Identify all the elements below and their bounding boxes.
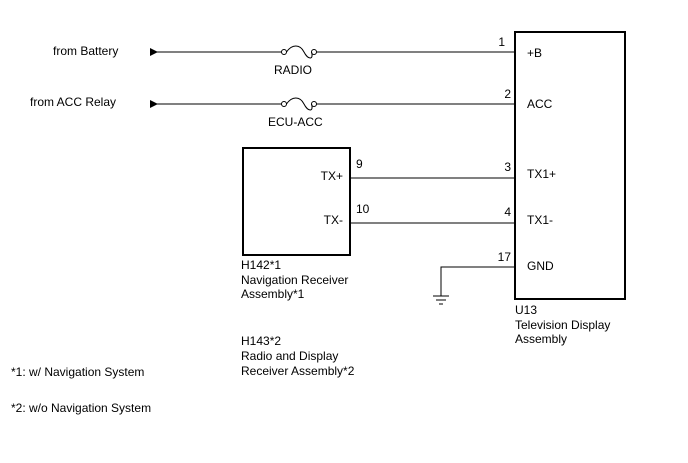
radio-fuse-label: RADIO (274, 63, 312, 77)
nav-name1-line2: Assembly*1 (241, 287, 305, 301)
tv-name-line1: Television Display (515, 318, 610, 332)
ecu-acc-fuse-icon (281, 97, 317, 111)
tv-pin-3-label: TX1+ (527, 167, 556, 181)
tv-display-box (514, 31, 626, 300)
tv-pin-17-number: 17 (498, 250, 512, 264)
tv-pin-1-label: +B (527, 46, 542, 60)
ecu-acc-fuse-label: ECU-ACC (268, 115, 323, 129)
footnote-2: *2: w/o Navigation System (11, 401, 151, 415)
nav-pin-9-number: 9 (356, 157, 363, 171)
tv-pin-4-label: TX1- (527, 213, 553, 227)
nav-connector2-label: H143*2 (241, 334, 281, 348)
nav-name2-line2: Receiver Assembly*2 (241, 364, 355, 378)
ground-icon (433, 295, 449, 305)
from-acc-relay-label: from ACC Relay (30, 95, 116, 109)
tv-connector-label: U13 (515, 303, 537, 317)
tv-name-line2: Assembly (515, 332, 567, 346)
tv-pin-1-number: 1 (498, 35, 505, 49)
nav-connector1-label: H142*1 (241, 258, 281, 272)
from-battery-label: from Battery (53, 44, 118, 58)
tv-pin-17-label: GND (527, 259, 554, 273)
tv-pin-2-number: 2 (504, 87, 511, 101)
gnd-wire (440, 266, 515, 296)
nav-pin-10-number: 10 (356, 202, 370, 216)
nav-pin-10-label: TX- (324, 213, 343, 227)
nav-pin-9-label: TX+ (321, 169, 343, 183)
nav-receiver-box (242, 147, 351, 256)
tv-pin-3-number: 3 (504, 160, 511, 174)
tv-pin-4-number: 4 (504, 205, 511, 219)
tv-pin-2-label: ACC (527, 97, 553, 111)
radio-fuse-icon (281, 45, 317, 59)
nav-name1-line1: Navigation Receiver (241, 273, 348, 287)
footnote-1: *1: w/ Navigation System (11, 365, 144, 379)
nav-name2-line1: Radio and Display (241, 349, 338, 363)
